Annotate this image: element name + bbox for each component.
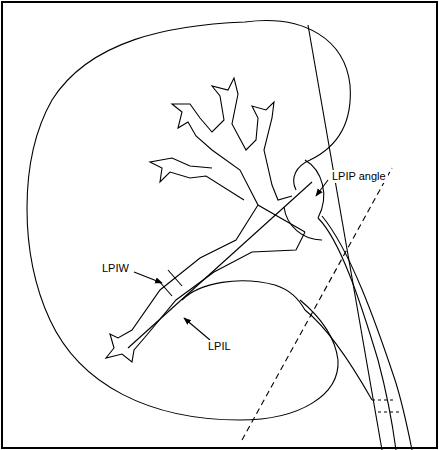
width-tick <box>168 270 182 286</box>
ureter <box>305 310 372 400</box>
leader-line <box>316 180 328 196</box>
ureter-mark <box>378 411 401 412</box>
ureter-mark <box>372 399 396 400</box>
infundibulum-axis <box>128 182 312 348</box>
ureter <box>318 218 396 450</box>
collecting-system <box>106 78 305 362</box>
part-label: LPIL <box>206 340 233 353</box>
dashed-axis <box>242 168 392 440</box>
leader-line <box>134 272 162 283</box>
kidney-outline <box>27 21 350 420</box>
ureteropelvic-axis <box>308 25 382 450</box>
hilum-lower-lip <box>182 281 305 310</box>
ureter <box>322 216 412 450</box>
part-label: LPIW <box>100 262 131 275</box>
leader-line <box>184 318 210 340</box>
angle-arc <box>284 207 322 240</box>
part-label: LPIP angle <box>330 170 388 183</box>
